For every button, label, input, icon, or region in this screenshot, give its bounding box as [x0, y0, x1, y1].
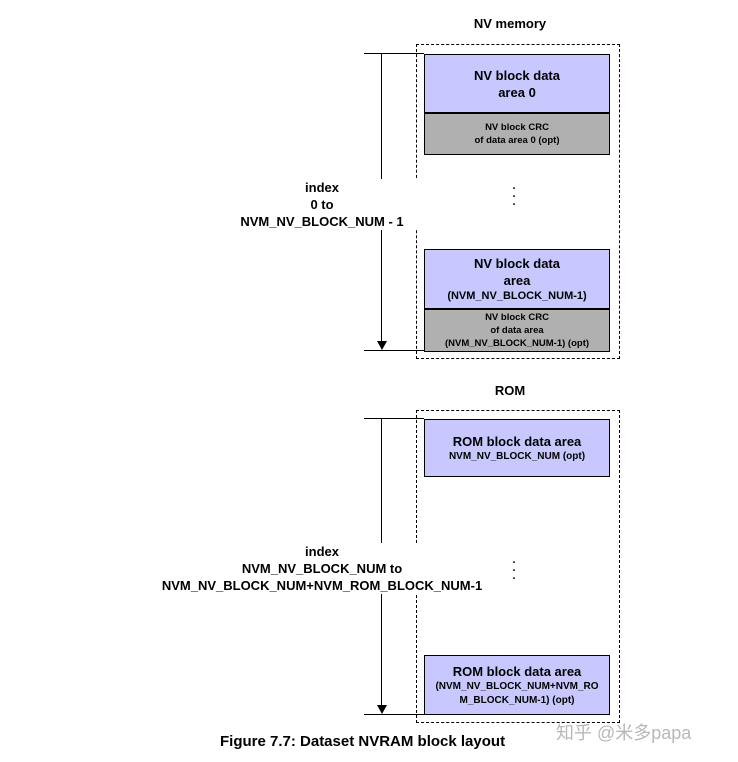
- nv-block-last-line1: NV block data: [474, 255, 560, 271]
- nv-ellipsis-dot-2: .: [512, 188, 516, 200]
- nv-crc-0-line1: NV block CRC: [485, 122, 549, 133]
- nv-ellipsis-dot-3: .: [512, 196, 516, 208]
- rom-block-data-area-last: ROM block data area (NVM_NV_BLOCK_NUM+NV…: [424, 655, 610, 715]
- nv-crc-last-line3: (NVM_NV_BLOCK_NUM-1) (opt): [444, 338, 590, 349]
- rom-block-data-area-first: ROM block data area NVM_NV_BLOCK_NUM (op…: [424, 419, 610, 477]
- nv-block-0-line2: area 0: [498, 84, 536, 100]
- nv-block-crc-0: NV block CRC of data area 0 (opt): [424, 113, 610, 155]
- nv-top-reference-line: [364, 53, 424, 54]
- nv-index-label: index 0 to NVM_NV_BLOCK_NUM - 1: [226, 179, 418, 230]
- rom-ellipsis-dot-3: .: [512, 570, 516, 582]
- nv-block-last-line2: area: [503, 272, 531, 288]
- rom-index-arrow-head: [377, 705, 387, 714]
- rom-block-last-line1: ROM block data area: [452, 663, 582, 679]
- nv-crc-last-line1: NV block CRC: [485, 312, 549, 323]
- rom-heading: ROM: [494, 383, 526, 398]
- rom-ellipsis-dot-2: .: [512, 562, 516, 574]
- nv-ellipsis-dot-1: .: [512, 180, 516, 192]
- rom-ellipsis-dot-1: .: [512, 554, 516, 566]
- nv-index-line3: NVM_NV_BLOCK_NUM - 1: [240, 214, 404, 229]
- nv-ellipsis: . . .: [509, 180, 519, 208]
- nv-index-line2: 0 to: [310, 197, 334, 212]
- nv-block-data-area-last: NV block data area (NVM_NV_BLOCK_NUM-1): [424, 249, 610, 309]
- nv-bottom-reference-line: [364, 350, 424, 351]
- nv-crc-last-line2: of data area: [490, 325, 544, 336]
- watermark: 知乎 @米多papa: [556, 723, 692, 743]
- nv-block-data-area-0: NV block data area 0: [424, 54, 610, 113]
- nv-block-0-line1: NV block data: [474, 67, 560, 83]
- rom-block-last-line3: M_BLOCK_NUM-1) (opt): [459, 694, 575, 706]
- nv-block-crc-last: NV block CRC of data area (NVM_NV_BLOCK_…: [424, 309, 610, 352]
- nv-crc-0-line2: of data area 0 (opt): [474, 135, 560, 146]
- rom-ellipsis: . . .: [509, 554, 519, 582]
- rom-block-last-line2: (NVM_NV_BLOCK_NUM+NVM_RO: [435, 680, 599, 692]
- rom-block-first-line1: ROM block data area: [452, 433, 582, 449]
- rom-top-reference-line: [364, 418, 424, 419]
- nv-index-line1: index: [305, 180, 339, 195]
- rom-index-line1: index: [305, 544, 339, 559]
- nv-block-last-line3: (NVM_NV_BLOCK_NUM-1): [447, 289, 587, 302]
- nv-index-arrow-head: [377, 341, 387, 350]
- rom-bottom-reference-line: [364, 714, 424, 715]
- rom-block-first-line2: NVM_NV_BLOCK_NUM (opt): [448, 450, 586, 462]
- nv-memory-heading: NV memory: [473, 16, 547, 31]
- rom-index-label: index NVM_NV_BLOCK_NUM to NVM_NV_BLOCK_N…: [142, 543, 502, 594]
- figure-caption: Figure 7.7: Dataset NVRAM block layout: [220, 733, 506, 750]
- rom-index-line3: NVM_NV_BLOCK_NUM+NVM_ROM_BLOCK_NUM-1: [161, 578, 483, 593]
- rom-index-line2: NVM_NV_BLOCK_NUM to: [241, 561, 403, 576]
